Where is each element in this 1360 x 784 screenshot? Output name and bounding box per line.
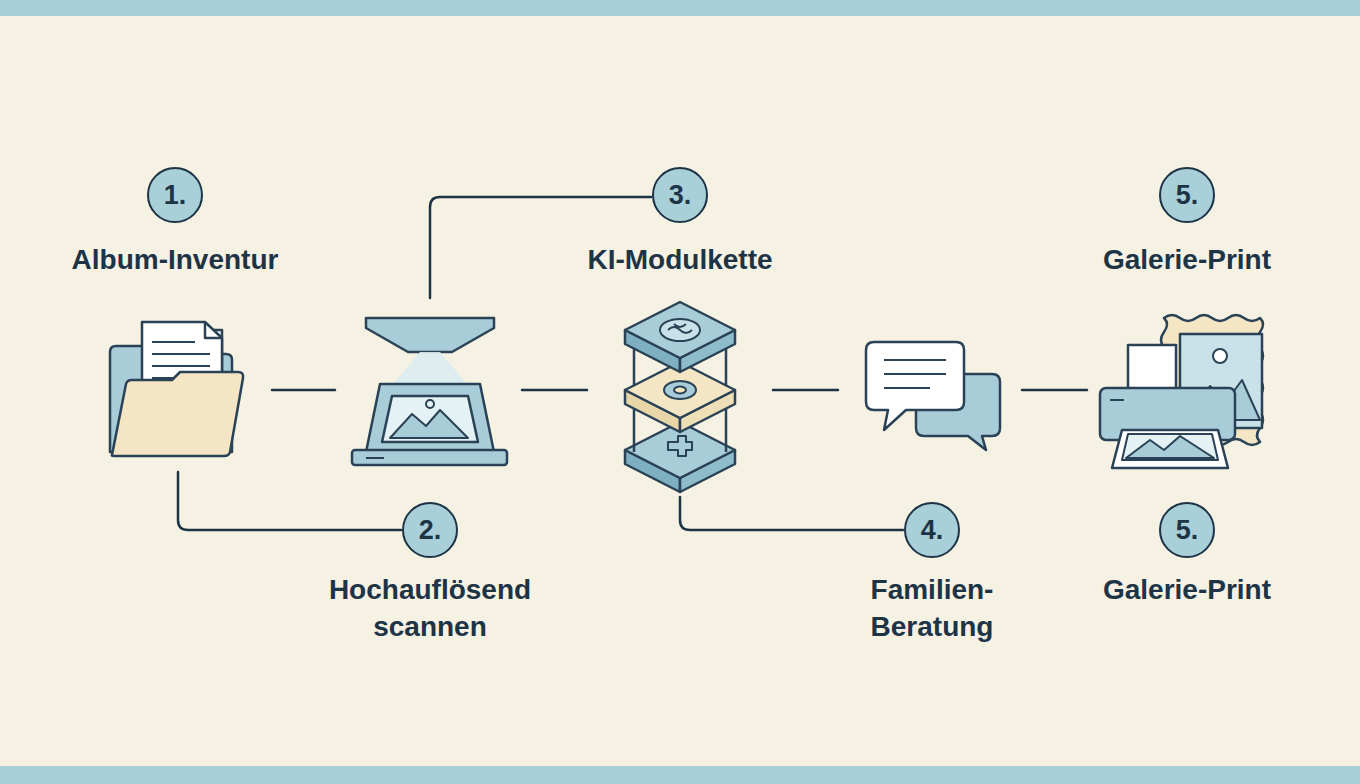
step-node: 2. Hochauflösend scannen	[310, 502, 550, 645]
step-node: 4. Familien- Beratung	[822, 502, 1042, 645]
step-node: 5. Galerie-Print	[1042, 502, 1332, 608]
printer-icon	[1100, 315, 1263, 468]
step-label: KI-Modulkette	[587, 241, 772, 278]
step-number: 1.	[147, 167, 203, 223]
step-node: 3. KI-Modulkette	[530, 167, 830, 278]
step-number: 2.	[402, 502, 458, 558]
step-number: 4.	[904, 502, 960, 558]
step-label: Album-Inventur	[72, 241, 279, 278]
step-node: 5. Galerie-Print	[1042, 167, 1332, 278]
bottom-band	[0, 766, 1360, 784]
step-node: 1. Album-Inventur	[25, 167, 325, 278]
scanner-icon	[352, 318, 507, 465]
folder-icon	[110, 322, 243, 456]
module-stack-icon	[625, 302, 735, 492]
step-number: 3.	[652, 167, 708, 223]
step-label: Galerie-Print	[1103, 571, 1271, 608]
top-band	[0, 0, 1360, 16]
step-label: Hochauflösend scannen	[310, 571, 550, 645]
step-number: 5.	[1159, 502, 1215, 558]
step-label: Familien- Beratung	[822, 571, 1042, 645]
connector-lines	[178, 197, 1087, 530]
chat-icon	[866, 342, 1000, 450]
step-number: 5.	[1159, 167, 1215, 223]
step-label: Galerie-Print	[1103, 241, 1271, 278]
